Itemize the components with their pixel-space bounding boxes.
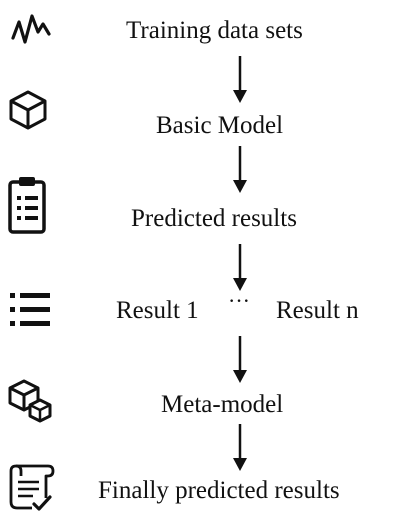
step-ellipsis: ··· [228, 288, 250, 313]
step-label-final: Finally predicted results [98, 477, 340, 504]
cube-icon [9, 90, 47, 130]
step-label-result-n: Result n [276, 297, 359, 324]
signal-wave-icon [11, 14, 51, 44]
step-label-meta-model: Meta-model [161, 391, 284, 418]
step-label-training: Training data sets [126, 17, 303, 44]
arrow-basic-to-predicted [233, 146, 247, 193]
step-label-result-1: Result 1 [116, 297, 199, 324]
cubes-icon [8, 379, 52, 423]
arrow-predicted-to-results [233, 244, 247, 291]
scroll-check-icon [9, 464, 55, 511]
bullet-list-icon [10, 293, 50, 326]
step-label-predicted: Predicted results [131, 205, 297, 232]
arrow-meta-to-final [233, 424, 247, 471]
arrow-training-to-basic [233, 56, 247, 103]
arrow-results-to-meta [233, 336, 247, 383]
clipboard-list-icon [8, 177, 46, 234]
step-label-basic-model: Basic Model [156, 112, 284, 139]
